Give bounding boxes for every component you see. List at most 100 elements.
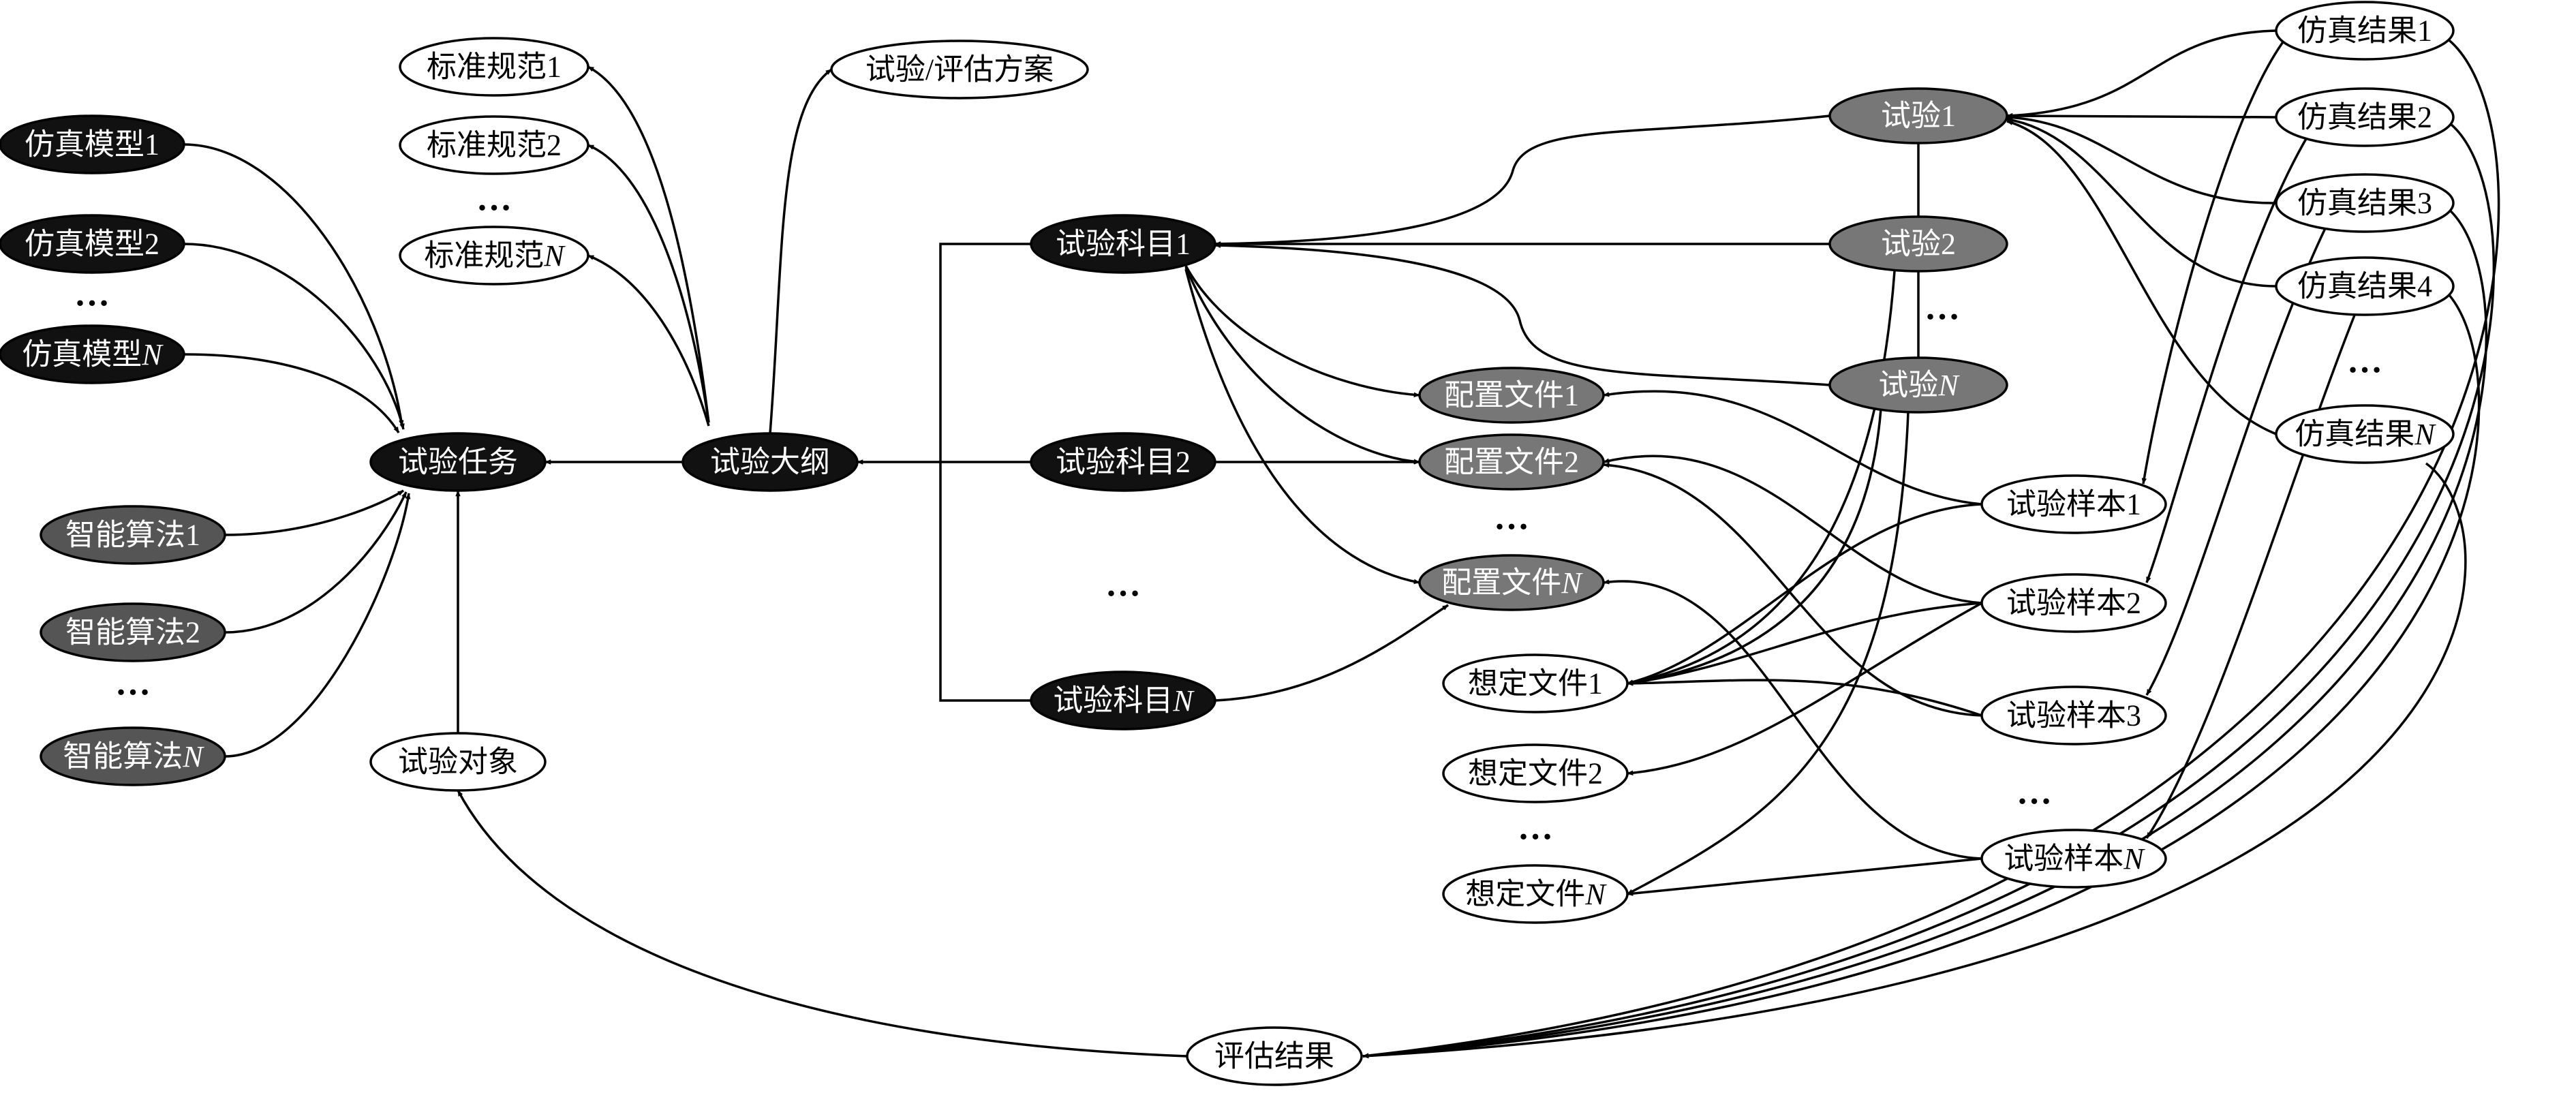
node-scenario-2: 想定文件2 <box>1442 743 1629 803</box>
edge-connector <box>2145 306 2359 839</box>
edge-connector <box>224 489 404 536</box>
node-label: 试验科目2 <box>1056 446 1191 479</box>
edge-connector <box>183 353 400 433</box>
node-label: 智能算法N <box>63 740 204 773</box>
node-test-task: 试验任务 <box>369 432 547 492</box>
ellipsis-mark: … <box>1925 289 1960 328</box>
node-label: 试验N <box>1878 369 1960 402</box>
ellipsis-mark: … <box>115 664 151 703</box>
node-shape <box>1828 356 2008 414</box>
edge-connector <box>1362 29 2500 1058</box>
node-shape <box>369 432 547 492</box>
node-algo-2: 智能算法2 <box>40 602 226 662</box>
edge-connector <box>2006 114 2277 204</box>
node-label: 配置文件2 <box>1444 446 1579 479</box>
node-shape <box>0 114 185 174</box>
edge-connector <box>2145 190 2346 696</box>
ellipsis-markers: ……………………… <box>74 180 2382 848</box>
node-scenario-n: 想定文件N <box>1442 864 1629 924</box>
node-std-n: 标准规范N <box>399 226 589 286</box>
edge-connector <box>183 143 404 427</box>
edge-connector <box>457 790 1188 1058</box>
edge-connector <box>1627 602 1982 686</box>
node-subject-n: 试验科目N <box>1030 671 1216 730</box>
node-shape <box>1186 1026 1363 1086</box>
node-label: 试验2 <box>1881 228 1956 261</box>
node-subject-2: 试验科目2 <box>1030 432 1216 492</box>
edge-connector <box>1214 604 1449 702</box>
node-label: 仿真模型2 <box>25 228 159 261</box>
node-config-2: 配置文件2 <box>1418 433 1605 491</box>
edge-connector <box>587 254 710 427</box>
node-sample-2: 试验样本2 <box>1980 573 2167 633</box>
edge-connector <box>1362 202 2488 1059</box>
node-label: 试验样本N <box>2004 842 2145 876</box>
node-shape <box>2275 87 2455 147</box>
node-label: 想定文件N <box>1465 878 1607 911</box>
node-shape <box>369 732 547 792</box>
node-label: 配置文件1 <box>1444 379 1579 412</box>
node-label: 试验1 <box>1881 99 1956 133</box>
edge-connector <box>2006 113 2277 119</box>
ellipsis-mark: … <box>1105 566 1141 604</box>
edge-connector <box>1603 455 1982 604</box>
node-label: 试验任务 <box>398 446 518 479</box>
node-shape <box>0 324 185 384</box>
node-outline: 试验大纲 <box>681 432 859 492</box>
node-label: 仿真模型N <box>22 338 164 371</box>
node-result-1: 仿真结果1 <box>2275 1 2455 61</box>
node-label: 试验样本1 <box>2006 488 2141 521</box>
edge-connector <box>939 243 1031 702</box>
node-label: 智能算法1 <box>65 519 200 552</box>
edge-connector <box>224 491 408 634</box>
node-std-2: 标准规范2 <box>399 115 589 175</box>
node-sim-model-n: 仿真模型N <box>0 324 185 384</box>
ellipsis-mark: … <box>1518 809 1553 848</box>
node-label: 标准规范1 <box>427 50 562 84</box>
node-shape <box>40 726 226 786</box>
edge-connector <box>2141 12 2318 484</box>
node-label: 试验大纲 <box>710 446 830 479</box>
node-config-n: 配置文件N <box>1418 554 1605 611</box>
node-label: 仿真模型1 <box>25 128 159 161</box>
node-shape <box>1030 432 1216 492</box>
node-label: 试验科目N <box>1053 684 1195 718</box>
node-eval-result: 评估结果 <box>1186 1026 1363 1086</box>
node-algo-1: 智能算法1 <box>40 505 226 565</box>
node-sample-n: 试验样本N <box>1980 829 2167 889</box>
node-shape <box>1030 671 1216 730</box>
node-config-1: 配置文件1 <box>1418 367 1605 424</box>
node-shape <box>1418 554 1605 611</box>
edge-connector <box>769 68 833 434</box>
edge-connector <box>2006 120 2277 435</box>
node-scenario-1: 想定文件1 <box>1442 653 1629 713</box>
node-sample-3: 试验样本3 <box>1980 686 2167 745</box>
edge-connector <box>2006 117 2277 288</box>
node-shape <box>2275 1 2455 61</box>
node-test-1: 试验1 <box>1828 87 2008 144</box>
node-result-n: 仿真结果N <box>2275 404 2455 464</box>
node-shape <box>1442 864 1629 924</box>
node-label: 评估结果 <box>1214 1040 1334 1073</box>
node-sim-model-1: 仿真模型1 <box>0 114 185 174</box>
node-shape <box>681 432 859 492</box>
node-label: 试验科目1 <box>1056 228 1191 261</box>
ellipsis-mark: … <box>74 275 110 314</box>
node-shape <box>0 214 185 274</box>
node-shape <box>830 40 1089 99</box>
ellipsis-mark: … <box>2347 342 2382 381</box>
edge-connector <box>1603 462 1982 717</box>
node-shape <box>1418 433 1605 491</box>
node-shape <box>2275 173 2455 233</box>
node-plan: 试验/评估方案 <box>830 40 1089 99</box>
node-shape <box>1418 367 1605 424</box>
node-shape <box>40 602 226 662</box>
node-shape <box>1980 686 2167 745</box>
node-test-n: 试验N <box>1828 356 2008 414</box>
node-label: 想定文件1 <box>1468 667 1603 701</box>
node-subject-1: 试验科目1 <box>1030 214 1216 274</box>
ellipsis-mark: … <box>476 180 512 219</box>
edge-connector <box>1627 503 1982 685</box>
node-label: 试验样本3 <box>2006 699 2141 733</box>
